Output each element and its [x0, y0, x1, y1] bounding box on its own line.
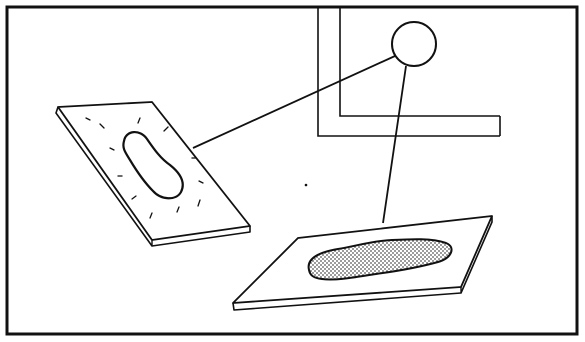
right-slide: [233, 216, 492, 310]
connector-line-right: [383, 66, 406, 223]
left-slide: [56, 102, 250, 246]
stray-dot: [305, 184, 308, 187]
connector-line-left: [193, 56, 395, 148]
lens-circle: [392, 22, 436, 66]
